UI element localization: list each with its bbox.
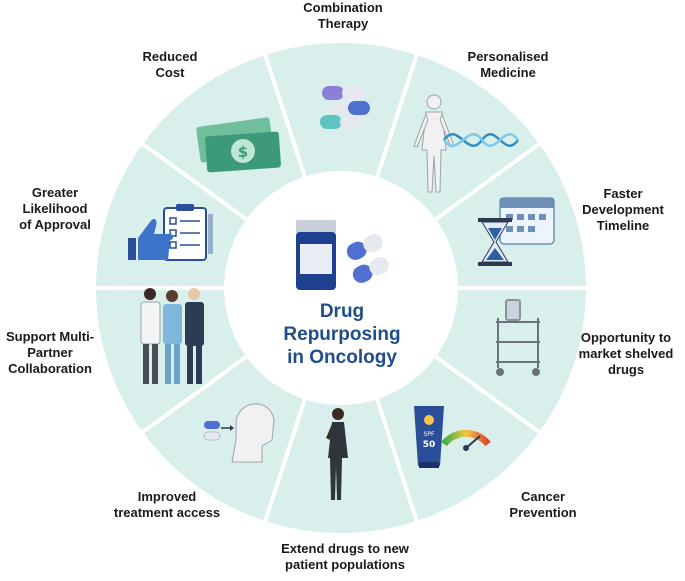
- patient-pill-icon: [203, 403, 275, 463]
- ring-divider: [434, 141, 542, 221]
- money-icon: $: [196, 117, 281, 173]
- pills-icon: [320, 86, 370, 129]
- thumbs-up-checklist-icon: [128, 204, 213, 261]
- ring-divider: [140, 355, 248, 435]
- label-reduced-cost: Reduced Cost: [142, 49, 198, 80]
- ring-divider: [375, 52, 420, 178]
- ring-divider: [434, 355, 542, 435]
- center-circle: [224, 171, 458, 405]
- center-title: Drug Repurposing in Oncology: [283, 301, 401, 368]
- svg-text:50: 50: [423, 440, 436, 450]
- label-personalised-medicine: Personalised Medicine: [467, 49, 549, 80]
- professionals-icon: [140, 288, 204, 384]
- ring-divider: [375, 398, 420, 524]
- human-dna-icon: [413, 94, 520, 193]
- label-cancer-prevention: Cancer Prevention: [509, 489, 577, 520]
- ring-divider: [140, 141, 248, 221]
- label-new-populations: Extend drugs to new patient populations: [281, 541, 409, 572]
- svg-text:$: $: [238, 143, 248, 161]
- label-shelved-drugs: Opportunity to market shelved drugs: [578, 330, 674, 377]
- svg-text:SPF: SPF: [424, 431, 435, 438]
- label-approval: Greater Likelihood of Approval: [19, 185, 91, 232]
- sunscreen-gauge-icon: SPF 50: [414, 406, 491, 468]
- woman-icon: [326, 408, 348, 500]
- ring-divider: [262, 398, 307, 524]
- label-treatment-access: Improved treatment access: [113, 489, 221, 520]
- cart-bottle-icon: [496, 299, 540, 376]
- label-combination-therapy: Combination Therapy: [303, 0, 383, 31]
- ring-dividers: [94, 52, 588, 524]
- ring-divider: [262, 52, 307, 178]
- hourglass-calendar-icon: [478, 197, 555, 266]
- label-faster-development: Faster Development Timeline: [582, 186, 664, 233]
- label-multi-partner: Support Multi- Partner Collaboration: [5, 329, 95, 376]
- center-bottle-icon: [296, 220, 389, 290]
